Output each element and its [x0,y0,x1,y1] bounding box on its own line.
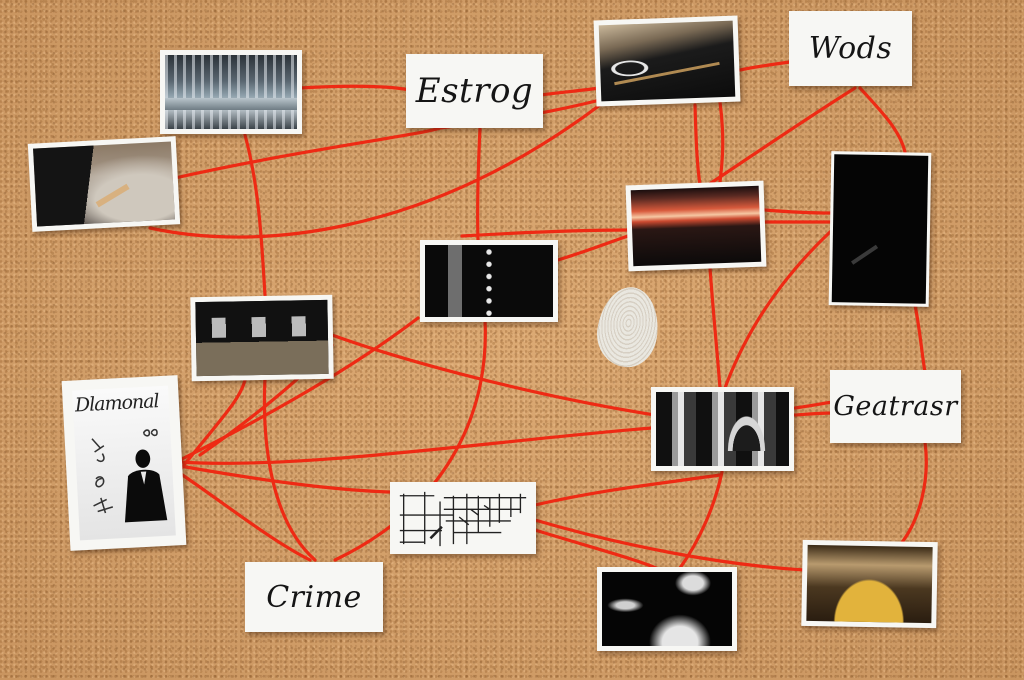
photo-night-image [602,572,732,646]
photo-fence-image [165,55,297,129]
photo-man-image: Dlamonal [72,385,176,541]
string [476,126,482,242]
string [173,126,442,180]
man-silhouette-icon [125,449,168,523]
photo-sunset[interactable] [625,180,767,272]
photo-hall-image [195,299,329,377]
note-crime-text: Crime [266,579,362,615]
string [708,266,722,390]
note-geatrasr[interactable]: Geatrasr [830,370,961,443]
note-wods-text: Wods [808,31,893,66]
photo-hall[interactable] [190,294,334,382]
string [718,100,725,184]
string [178,426,654,465]
string [898,440,928,547]
photo-car-image [598,20,736,102]
string [693,103,702,187]
string [913,303,927,374]
photo-car[interactable] [593,15,741,107]
photo-room-image [33,141,175,227]
photo-table-image [806,544,933,624]
photo-room[interactable] [27,136,181,232]
photo-man[interactable]: Dlamonal [61,375,187,551]
photo-black[interactable] [828,151,932,307]
note-estrog[interactable]: Estrog [406,54,543,128]
string [298,84,412,92]
note-estrog-text: Estrog [415,71,534,111]
photo-forest[interactable] [651,387,794,471]
string [793,411,834,417]
photo-table[interactable] [801,539,938,629]
photo-man-caption: Dlamonal [74,390,160,417]
string [793,400,834,410]
string [738,60,792,72]
scribble-marks [91,428,158,514]
string [243,133,267,297]
string [763,208,832,215]
string [178,464,392,494]
string [556,234,630,262]
fingerprint [592,283,664,371]
note-crime[interactable]: Crime [245,562,383,632]
photo-forest-image [656,392,789,466]
string [178,378,247,472]
string [460,228,630,238]
string [538,86,602,97]
note-geatrasr-text: Geatrasr [833,391,958,422]
string [533,518,807,572]
note-wods[interactable]: Wods [789,11,912,86]
string [176,470,312,562]
string [262,376,317,562]
string [678,470,724,570]
photo-dark-doors-image [425,245,553,317]
string [858,86,907,154]
photo-black-image [831,154,929,304]
string [533,528,667,574]
photo-fence[interactable] [160,50,302,134]
string [533,473,722,507]
photo-night[interactable] [597,567,737,651]
photo-dark-doors[interactable] [420,240,558,322]
street-map-drawing [399,491,527,547]
photo-sunset-image [630,185,762,267]
photo-map[interactable] [390,482,536,554]
